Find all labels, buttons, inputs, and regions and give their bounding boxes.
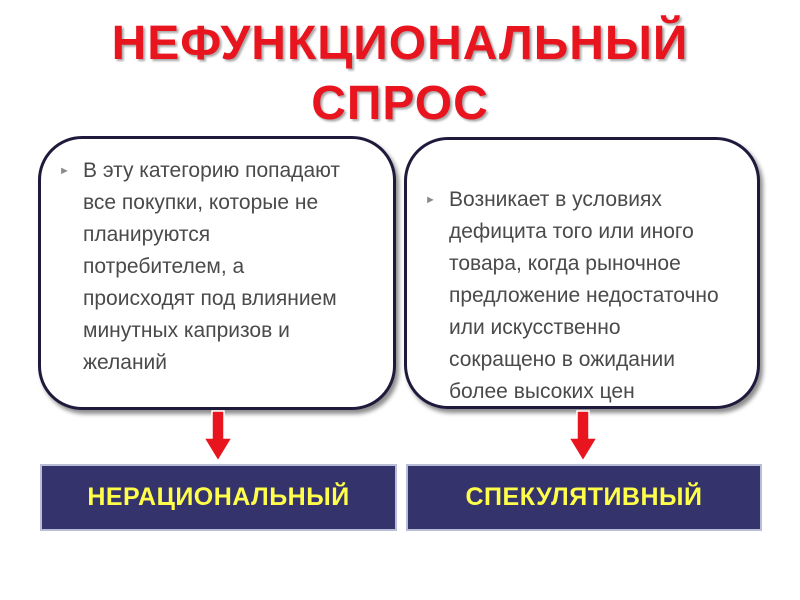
left-card-text: В эту категорию попадают все покупки, ко… [83,159,341,374]
right-bullet-item: ► Возникает в условиях дефицита того или… [425,184,755,408]
down-arrow-icon [568,410,598,462]
left-bullet-item: ► В эту категорию попадают все покупки, … [59,155,389,379]
label-irrational-text: НЕРАЦИОНАЛЬНЫЙ [87,483,350,511]
label-speculative: СПЕКУЛЯТИВНЫЙ [406,464,762,531]
title-line-1: НЕФУНКЦИОНАЛЬНЫЙ [111,17,689,70]
label-irrational: НЕРАЦИОНАЛЬНЫЙ [40,464,397,531]
down-arrow-icon [203,410,233,462]
page-title: НЕФУНКЦИОНАЛЬНЫЙ СПРОС [0,14,800,134]
label-speculative-text: СПЕКУЛЯТИВНЫЙ [465,483,703,511]
triangle-bullet-icon: ► [425,194,436,206]
triangle-bullet-icon: ► [59,165,70,177]
title-line-2: СПРОС [311,77,489,130]
right-card-text: Возникает в условиях дефицита того или и… [449,188,719,403]
left-card: ► В эту категорию попадают все покупки, … [38,136,396,410]
right-card: ► Возникает в условиях дефицита того или… [404,137,760,409]
